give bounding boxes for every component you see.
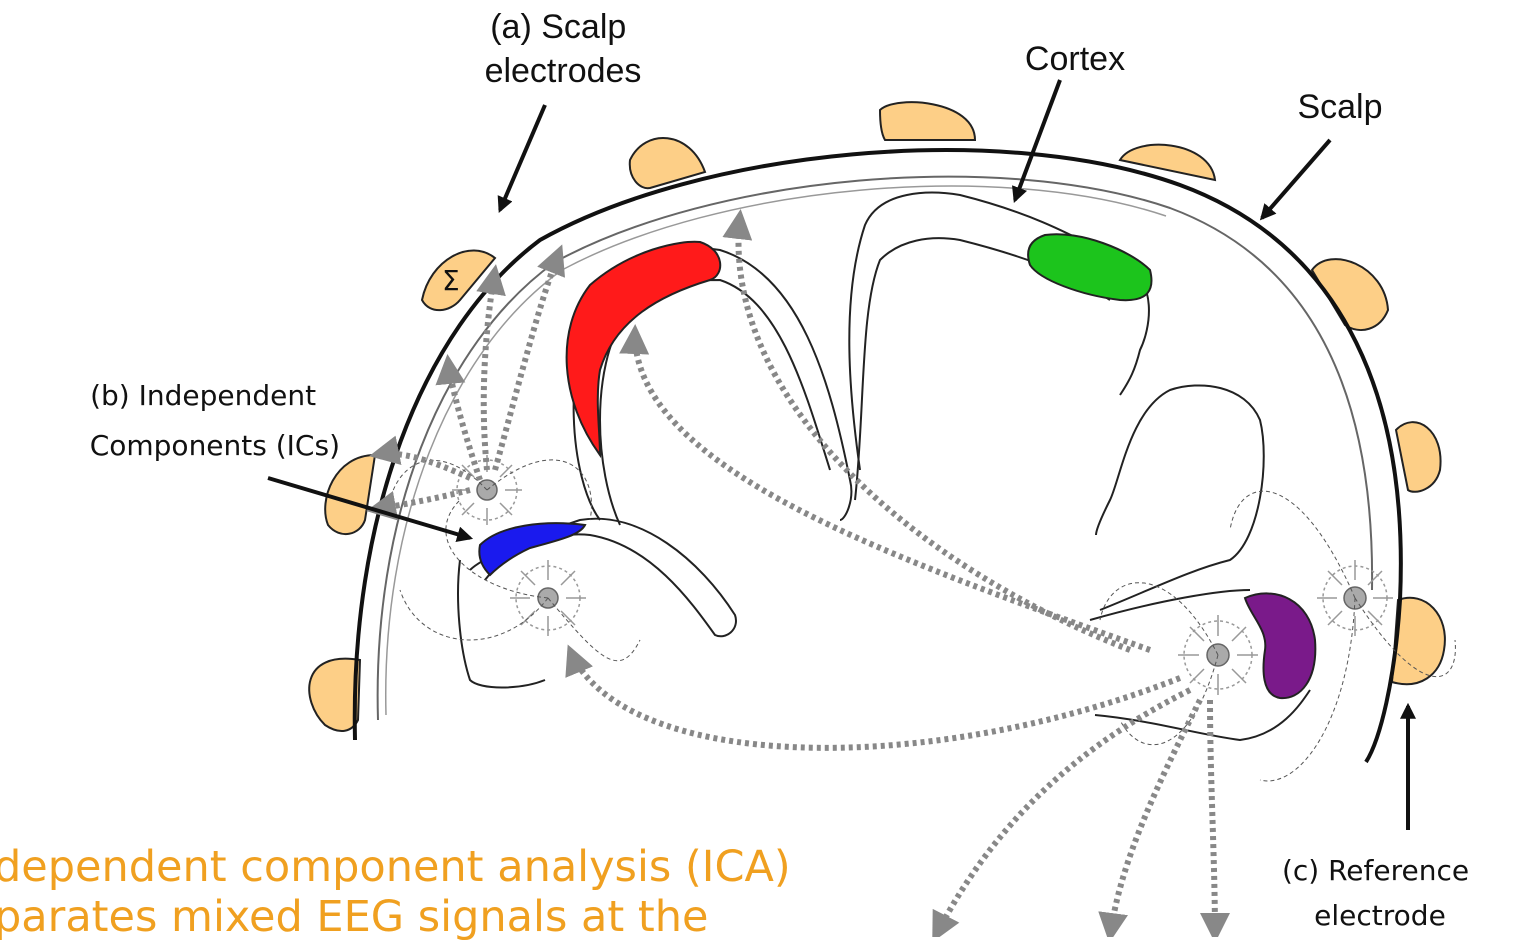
ic-green-patch: [1028, 234, 1151, 300]
electrode-6: [1120, 145, 1215, 180]
cortex-folds: [458, 193, 1310, 740]
dipole-sources: [452, 455, 1393, 695]
electrode-1: [309, 659, 360, 731]
arrow-scalp: [1262, 140, 1330, 218]
electrode-8: [1396, 422, 1441, 492]
label-cortex: Cortex: [1025, 40, 1125, 78]
label-scalp-electrodes: (a) Scalp electrodes: [485, 8, 642, 90]
caption-line-1: dependent component analysis (ICA): [0, 842, 791, 892]
skull-inner-line: [378, 177, 1372, 720]
caption-line-2: parates mixed EEG signals at the: [0, 892, 791, 942]
caption: dependent component analysis (ICA) parat…: [0, 842, 791, 942]
label-independent-components: (b) Independent Components (ICs): [90, 379, 340, 462]
label-scalp: Scalp: [1297, 88, 1382, 126]
electrode-5: [880, 102, 975, 140]
ic-blue-patch: [479, 523, 585, 575]
ic-purple-patch: [1245, 593, 1315, 698]
label-reference-electrode: (c) Reference electrode: [1282, 854, 1478, 932]
arrow-scalp-electrodes: [500, 105, 545, 210]
sum-symbol: Σ: [442, 264, 460, 297]
electrode-2: [325, 455, 375, 534]
projection-lines: [372, 215, 1215, 937]
ic-red-patch: [567, 242, 721, 455]
scalp-outline: [355, 150, 1401, 762]
electrode-7: [1312, 259, 1388, 330]
